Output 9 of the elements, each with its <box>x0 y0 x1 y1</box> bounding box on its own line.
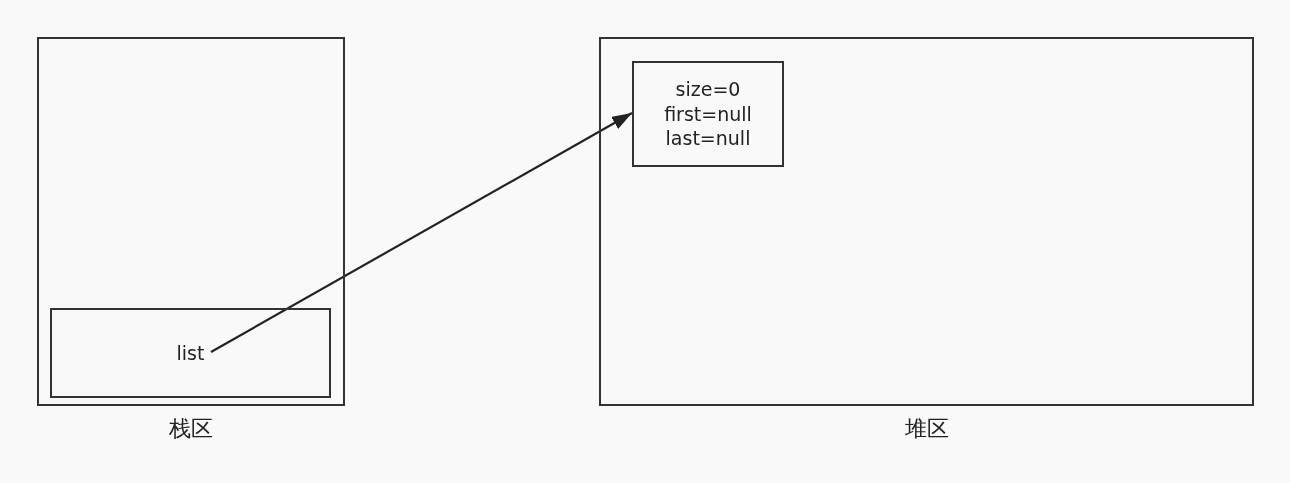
region-label: 栈区 <box>168 415 214 443</box>
arrow <box>210 112 633 353</box>
field-text: list <box>176 340 205 366</box>
field-text: last=null <box>665 126 751 152</box>
object-box <box>50 308 331 398</box>
region-label: 堆区 <box>903 415 950 443</box>
object-box <box>632 61 784 167</box>
field-text: size=0 <box>675 76 741 102</box>
field-text: first=null <box>664 101 752 127</box>
